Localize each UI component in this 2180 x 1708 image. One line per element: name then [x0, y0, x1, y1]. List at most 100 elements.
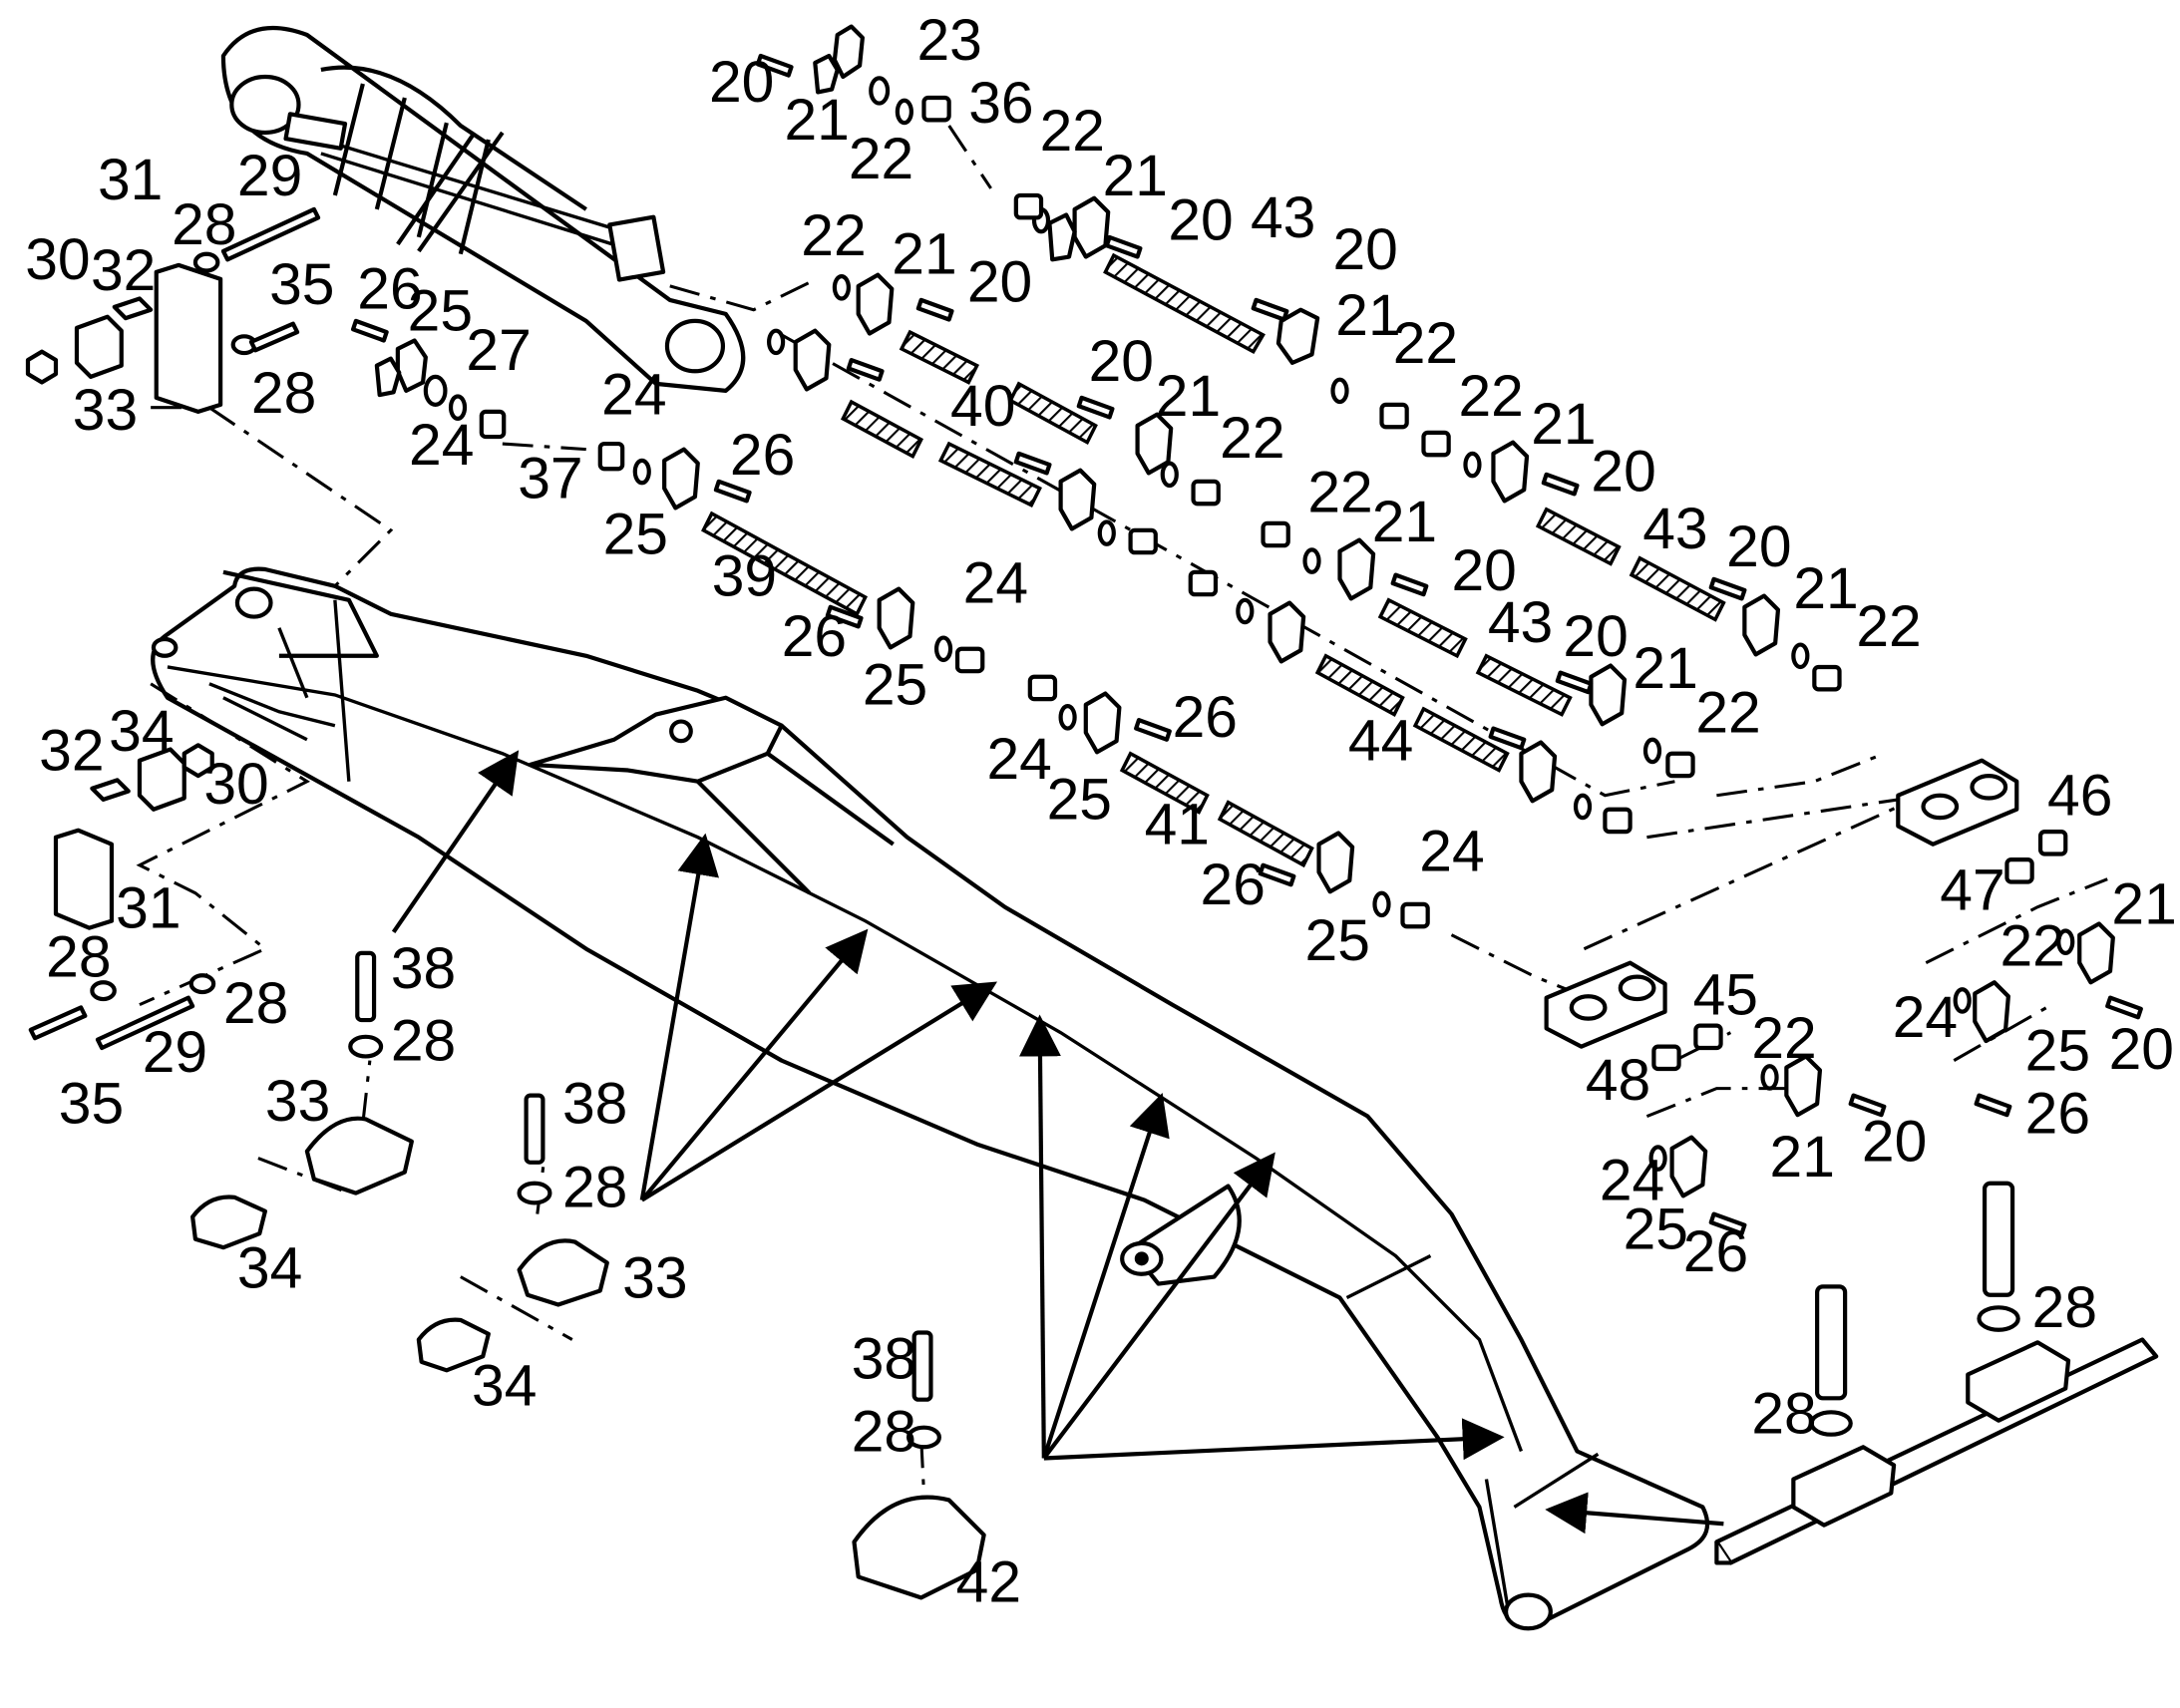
- callout-label: 28: [223, 971, 288, 1036]
- callout-label: 28: [172, 192, 236, 257]
- callout-label: 21: [1372, 490, 1437, 554]
- callout-label: 23: [916, 8, 981, 73]
- callout-label: 21: [1770, 1125, 1835, 1190]
- callout-label: 46: [2047, 763, 2112, 828]
- callout-label: 43: [1642, 497, 1707, 561]
- callout-label: 34: [472, 1353, 537, 1418]
- callout-label: 20: [709, 50, 774, 115]
- callout-label: 20: [2109, 1017, 2174, 1082]
- callout-label: 27: [466, 318, 531, 383]
- callout-label: 24: [1419, 819, 1484, 883]
- callout-label: 48: [1586, 1048, 1650, 1113]
- callout-label: 31: [98, 148, 163, 212]
- callout-label: 36: [968, 71, 1033, 136]
- callout-label: 20: [1563, 604, 1628, 669]
- callout-label: 30: [25, 227, 90, 292]
- callout-label: 35: [59, 1072, 124, 1137]
- callout-label: 22: [1999, 913, 2064, 978]
- callout-label: 24: [1600, 1149, 1664, 1213]
- callout-label: 22: [1856, 594, 1921, 659]
- callout-label: 20: [1451, 538, 1516, 603]
- callout-label: 21: [1156, 364, 1221, 429]
- callout-label: 34: [109, 699, 174, 764]
- callout-label: 25: [863, 653, 927, 718]
- callout-label: 25: [2025, 1018, 2090, 1083]
- callout-label: 28: [2032, 1275, 2097, 1340]
- callout-label: 33: [622, 1246, 687, 1311]
- manifold-blocks: [1544, 758, 2019, 1049]
- small-parts: [25, 24, 2159, 1600]
- callout-label: 21: [1103, 144, 1168, 208]
- callout-label: 21: [785, 88, 850, 153]
- callout-label: 28: [852, 1399, 916, 1464]
- callout-label: 21: [1633, 636, 1697, 701]
- callout-label: 26: [1683, 1219, 1748, 1284]
- callout-label: 32: [91, 238, 156, 303]
- callout-label: 20: [1089, 329, 1154, 394]
- flange-clamps: [374, 24, 2115, 1198]
- callout-label: 22: [1040, 99, 1105, 164]
- callout-label: 34: [237, 1236, 302, 1301]
- callout-label: 28: [1751, 1381, 1816, 1446]
- callout-label: 28: [391, 1009, 456, 1074]
- callout-label: 43: [1488, 590, 1553, 655]
- callout-label: 22: [801, 203, 866, 268]
- callout-label: 28: [46, 925, 111, 990]
- callout-label: 25: [1305, 908, 1370, 973]
- callout-label: 33: [73, 378, 138, 443]
- callout-label: 24: [1893, 985, 1958, 1050]
- callout-label: 21: [1531, 392, 1596, 457]
- callout-label: 37: [518, 447, 582, 512]
- callout-label: 25: [1624, 1197, 1688, 1262]
- callout-label: 26: [782, 604, 847, 669]
- callout-label: 22: [1393, 311, 1458, 376]
- callout-label: 20: [967, 249, 1032, 314]
- callout-label: 25: [1047, 768, 1112, 833]
- bolts: [350, 53, 2143, 1236]
- callout-label: 20: [1168, 188, 1233, 253]
- locator-arrows: [391, 750, 1724, 1535]
- callout-label: 22: [1751, 1006, 1816, 1071]
- callout-label: 20: [1333, 217, 1398, 282]
- callout-label: 24: [963, 551, 1028, 616]
- callout-label: 31: [116, 876, 181, 941]
- callout-label: 22: [1220, 406, 1284, 471]
- callout-label: 38: [852, 1327, 916, 1392]
- callout-label: 24: [986, 727, 1051, 792]
- callout-label: 39: [712, 544, 777, 609]
- callout-label: 22: [1695, 681, 1760, 746]
- hydraulic-hoses: [701, 252, 1726, 868]
- callout-label: 20: [1591, 440, 1655, 505]
- fittings: [479, 95, 2068, 1072]
- callout-label: 25: [603, 503, 668, 567]
- callout-label: 28: [562, 1156, 627, 1220]
- callout-label: 24: [409, 413, 474, 478]
- mounting-hardware: [25, 206, 321, 1051]
- callout-label: 26: [1201, 853, 1266, 917]
- hydraulic-cylinder: [220, 25, 746, 393]
- callout-labels: 20 21 23 22 36 22 21 20 43 20 21 22 29 3…: [25, 8, 2177, 1614]
- callout-label: 22: [1458, 364, 1523, 429]
- callout-label: 26: [1173, 685, 1238, 750]
- callout-label: 26: [730, 423, 795, 488]
- callout-label: 22: [849, 127, 913, 191]
- callout-label: 22: [1307, 461, 1372, 525]
- callout-label: 35: [269, 252, 334, 317]
- callout-label: 41: [1145, 793, 1210, 857]
- callout-label: 21: [892, 221, 956, 286]
- callout-label: 20: [1862, 1109, 1927, 1174]
- callout-label: 29: [237, 144, 302, 208]
- callout-label: 47: [1940, 857, 2004, 922]
- callout-label: 30: [203, 752, 268, 817]
- callout-label: 28: [251, 361, 316, 426]
- callout-label: 24: [601, 363, 666, 428]
- callout-label: 33: [265, 1069, 330, 1134]
- callout-label: 21: [2111, 871, 2176, 936]
- callout-label: 44: [1348, 709, 1413, 774]
- callout-label: 21: [1335, 283, 1400, 348]
- callout-label: 32: [39, 719, 104, 784]
- callout-label: 43: [1251, 185, 1315, 250]
- callout-label: 26: [357, 256, 422, 321]
